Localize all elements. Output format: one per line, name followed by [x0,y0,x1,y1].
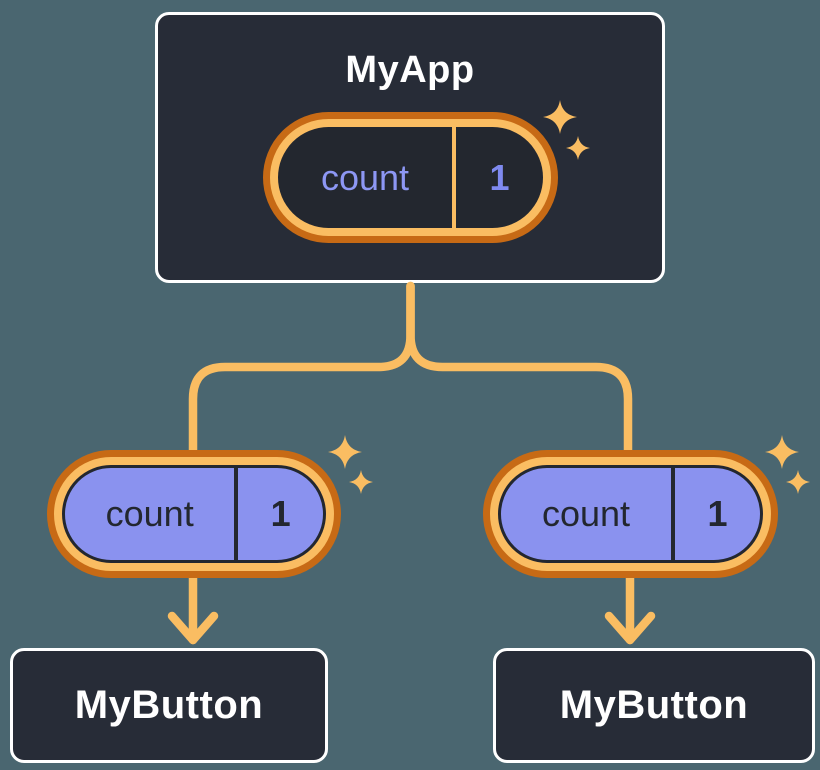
prop-pill-left: count 1 [47,450,341,578]
sparkle-icon [786,470,810,494]
prop-pill-right: count 1 [483,450,778,578]
prop-pill-right-value: 1 [707,493,728,534]
my-button-node-left: MyButton [10,648,328,763]
sparkle-icon [328,435,362,469]
my-button-node-left-title: MyButton [74,683,264,727]
connector-right-branch [406,281,633,457]
sparkle-icon [349,470,373,494]
pill-divider [234,468,239,560]
state-pill-label: count [320,156,410,198]
prop-pill-left-label: count [105,493,194,534]
pill-divider [452,127,456,228]
state-pill-core: count 1 [278,127,543,228]
pill-divider [671,468,675,560]
state-pill: count 1 [263,112,558,243]
my-button-node-right-title: MyButton [559,683,749,727]
sparkle-icon [566,136,590,160]
arrow-down-right-icon [604,611,656,645]
prop-pill-left-core: count 1 [62,465,326,563]
prop-pill-left-value: 1 [270,493,291,534]
sparkle-icon [543,100,577,134]
app-node-title: MyApp [345,49,475,91]
sparkle-icon [765,435,799,469]
arrow-down-left-icon [167,611,219,645]
prop-pill-right-label: count [541,493,631,534]
connector-left-branch [188,281,415,457]
prop-pill-right-core: count 1 [498,465,763,563]
state-pill-value: 1 [489,156,510,198]
my-button-node-right: MyButton [493,648,815,763]
